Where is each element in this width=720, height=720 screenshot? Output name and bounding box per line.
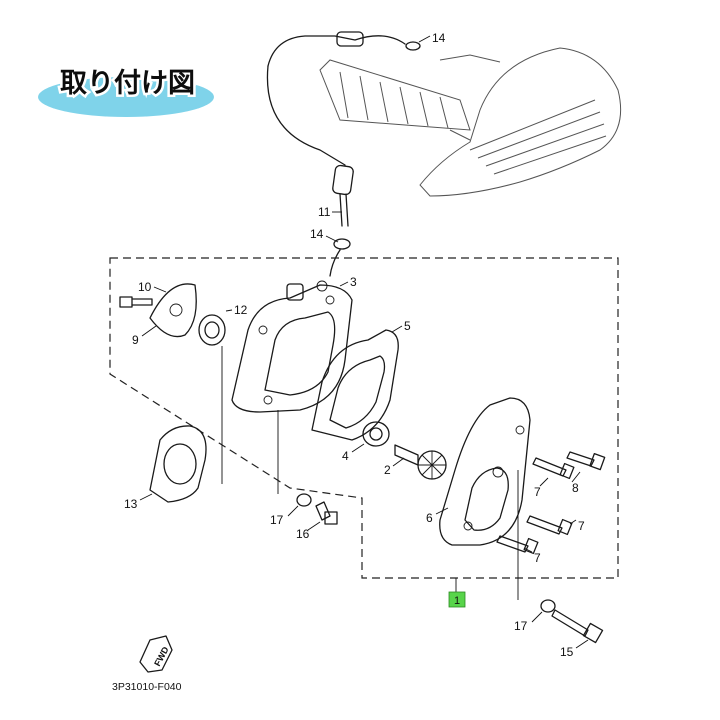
leader-16 [307,521,321,531]
callout-11: 12 [234,303,248,317]
callout-12: 13 [124,497,138,511]
callout-7-c: 7 [534,551,541,565]
bolt-10 [119,296,153,308]
washer-17-right [540,599,556,613]
assembly-boundary [109,257,619,579]
callout-6: 3 [350,275,357,289]
engine-outline [319,47,622,197]
leader-6 [339,281,349,287]
upper-hose [266,31,421,277]
diagram-code: 3P31010-F040 [112,681,182,693]
leader-7-a [539,477,549,487]
callout-9: 9 [132,333,139,347]
engine-body [419,47,622,197]
callout-17-right: 17 [514,619,528,633]
reference-number: 1 [454,595,460,607]
callout-7-a: 7 [534,485,541,499]
leader-4 [435,507,449,515]
leader-17-right [531,611,543,623]
leader-7-b [569,519,577,525]
leader-11 [225,309,233,312]
leader-8 [571,471,581,483]
leader-10 [153,286,167,293]
leader-12 [139,493,153,501]
bolt-8 [566,451,606,471]
callout-7-b: 7 [578,519,585,533]
intake-pipe [319,59,471,131]
reference-box [448,591,466,608]
hose-fitting-mid [332,164,354,196]
callout-14-top: 14 [432,31,446,45]
seal-3 [362,421,390,447]
callout-13: 11 [318,205,331,219]
leader-14-top [418,35,431,43]
impeller-2 [394,444,447,480]
callout-5: 5 [404,319,411,333]
hose-fitting-top [336,31,364,47]
callout-10: 10 [138,280,152,294]
diagram-title: 取り付け図 [60,68,195,99]
cover-plate-9 [149,283,197,338]
pump-housing-4 [439,397,531,546]
leader-15 [575,639,589,649]
title-ellipse [38,77,214,117]
washer-17-left [296,493,312,507]
hose-13-lower [339,193,343,227]
bolt-16 [315,501,338,525]
bolt-15 [551,609,604,644]
callout-17-left: 17 [270,513,284,527]
leader-3 [351,443,365,453]
fwd-label: FWD [152,645,171,668]
bolt-7-b [526,515,573,536]
callout-14-mid: 14 [310,227,324,241]
hose-loop-left [266,65,346,166]
leader-7-c [523,547,533,553]
leader-5 [391,325,403,333]
engine-fins [469,99,607,175]
bearing-11 [198,314,226,346]
hose-13-upper [345,193,349,227]
bolt-7-c [496,535,539,555]
fwd-arrow: FWD [139,635,173,673]
leader-2 [392,457,405,467]
bolt-7-a [532,457,575,480]
leader-14-mid [325,235,339,243]
callout-8: 8 [572,481,579,495]
leader-9 [141,325,157,337]
fwd-arrow-shape [139,635,173,673]
housing-cover-6 [231,280,353,413]
reference-badge: 1 [448,591,466,608]
gasket-12 [149,425,207,503]
intake-ribs [339,71,449,129]
engine-mount [439,54,501,141]
callout-4: 6 [426,511,433,525]
clamp-14-upper [405,41,421,51]
callout-3: 4 [342,449,349,463]
upper-hose-line [267,35,406,67]
callout-2: 2 [384,463,391,477]
hose-to-housing [329,249,341,277]
clamp-14-lower [333,238,351,250]
title-badge: 取り付け図 [38,66,214,117]
callout-16: 16 [296,527,310,541]
gasket-5 [311,329,399,441]
leader-17-left [287,505,299,517]
callout-15: 15 [560,645,574,659]
